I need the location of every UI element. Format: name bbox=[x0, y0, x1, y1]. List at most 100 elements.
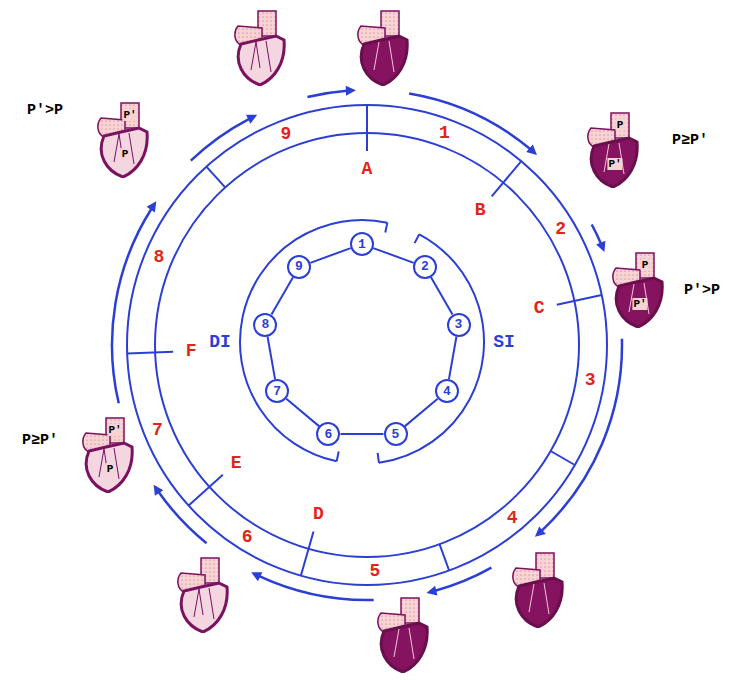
phase-marker: 7 bbox=[152, 420, 163, 440]
cycle-arrow bbox=[60, 38, 675, 653]
stage-circle: 7 bbox=[265, 379, 289, 403]
phase-marker: C bbox=[534, 298, 545, 318]
phase-marker: 9 bbox=[281, 124, 292, 144]
stage-circle: 1 bbox=[350, 232, 374, 256]
phase-band-outer bbox=[127, 105, 607, 585]
bracket-end bbox=[385, 223, 387, 233]
cycle-arrow bbox=[8, 0, 725, 680]
pressure-relation: P≥P' bbox=[22, 432, 58, 449]
event-tick bbox=[366, 105, 368, 151]
phase-marker: 2 bbox=[555, 219, 566, 239]
stage-link bbox=[405, 399, 438, 427]
pressure-relation: P'>P bbox=[27, 102, 63, 119]
pressure-label: P' bbox=[607, 158, 622, 170]
arrow-head bbox=[526, 145, 540, 159]
stage-number: 1 bbox=[358, 238, 366, 251]
arrow-head bbox=[532, 527, 546, 541]
stage-link bbox=[431, 277, 453, 314]
stage-number: 4 bbox=[443, 385, 451, 398]
cycle-arrow bbox=[106, 84, 628, 606]
stage-link bbox=[271, 277, 293, 314]
bracket-end bbox=[378, 453, 379, 463]
heart-figure bbox=[178, 558, 227, 632]
cycle-arrow bbox=[22, 0, 712, 680]
arrow-head bbox=[425, 586, 437, 598]
stage-number: 8 bbox=[262, 318, 270, 331]
heart-figure bbox=[98, 103, 147, 177]
stage-circle: 2 bbox=[413, 255, 437, 279]
stage-number: 6 bbox=[325, 428, 333, 441]
pressure-label: P bbox=[121, 148, 130, 160]
stage-circle: 5 bbox=[384, 422, 408, 446]
bracket-end bbox=[337, 452, 339, 462]
phase-tick bbox=[440, 544, 450, 570]
stage-link bbox=[340, 433, 383, 435]
stage-circle: 3 bbox=[447, 313, 471, 337]
arrow-head bbox=[147, 198, 161, 212]
pressure-label: P bbox=[641, 259, 650, 271]
pressure-relation: P'>P bbox=[684, 282, 720, 299]
stage-circle: 6 bbox=[316, 422, 340, 446]
stage-circle: 9 bbox=[287, 255, 311, 279]
phase-marker: D bbox=[313, 504, 324, 524]
stage-link bbox=[268, 337, 275, 379]
heart-figure bbox=[83, 418, 132, 492]
phase-marker: 1 bbox=[439, 123, 450, 143]
pressure-label: P' bbox=[122, 109, 137, 121]
heart-figure bbox=[613, 253, 662, 327]
heart-figure bbox=[235, 11, 284, 85]
phase-marker: 5 bbox=[369, 561, 380, 581]
stage-number: 3 bbox=[455, 318, 463, 331]
stage-circle: 4 bbox=[435, 379, 459, 403]
stage-link bbox=[310, 248, 350, 263]
heart-figure bbox=[513, 553, 562, 627]
pressure-label: P bbox=[106, 463, 115, 475]
pressure-label: P' bbox=[107, 424, 122, 436]
systole-bracket bbox=[197, 177, 527, 507]
phase-band-inner bbox=[155, 133, 579, 557]
arrow-head bbox=[149, 482, 163, 496]
stage-number: 9 bbox=[295, 260, 303, 273]
stage-link bbox=[449, 337, 456, 379]
arrow-head bbox=[346, 85, 356, 95]
pressure-label: P bbox=[616, 119, 625, 131]
phase-marker: 3 bbox=[585, 370, 596, 390]
event-tick bbox=[127, 352, 173, 354]
phase-tick bbox=[206, 167, 225, 188]
diastole-bracket bbox=[217, 197, 506, 486]
heart-figure bbox=[588, 113, 637, 187]
heart-figure bbox=[378, 598, 427, 672]
stage-link bbox=[286, 399, 319, 427]
cycle-arrow bbox=[61, 39, 674, 652]
heart-figure bbox=[358, 11, 407, 85]
arrow-head bbox=[249, 568, 262, 581]
event-tick bbox=[189, 475, 223, 506]
arrow-head bbox=[246, 110, 259, 123]
event-tick bbox=[557, 295, 602, 305]
cycle-arrow bbox=[6, 0, 727, 680]
pressure-label: P' bbox=[632, 298, 647, 310]
stage-link bbox=[373, 248, 413, 263]
phase-marker: F bbox=[186, 341, 197, 361]
phase-marker: E bbox=[231, 453, 242, 473]
cycle-arrow bbox=[105, 83, 628, 606]
stage-circle: 8 bbox=[253, 313, 277, 337]
phase-marker: 6 bbox=[242, 527, 253, 547]
phase-tick bbox=[551, 451, 575, 465]
stage-number: 7 bbox=[273, 385, 281, 398]
bracket-end bbox=[415, 234, 420, 243]
phase-marker: A bbox=[362, 159, 373, 179]
stage-number: 2 bbox=[421, 260, 429, 273]
phase-marker: 4 bbox=[507, 508, 518, 528]
interval-label: SI bbox=[493, 332, 515, 352]
phase-marker: B bbox=[475, 200, 486, 220]
phase-marker: 8 bbox=[154, 247, 165, 267]
interval-label: DI bbox=[209, 332, 231, 352]
event-tick bbox=[301, 531, 314, 575]
event-tick bbox=[492, 161, 522, 196]
cycle-arrow bbox=[20, 0, 714, 680]
pressure-relation: P≥P' bbox=[672, 132, 708, 149]
